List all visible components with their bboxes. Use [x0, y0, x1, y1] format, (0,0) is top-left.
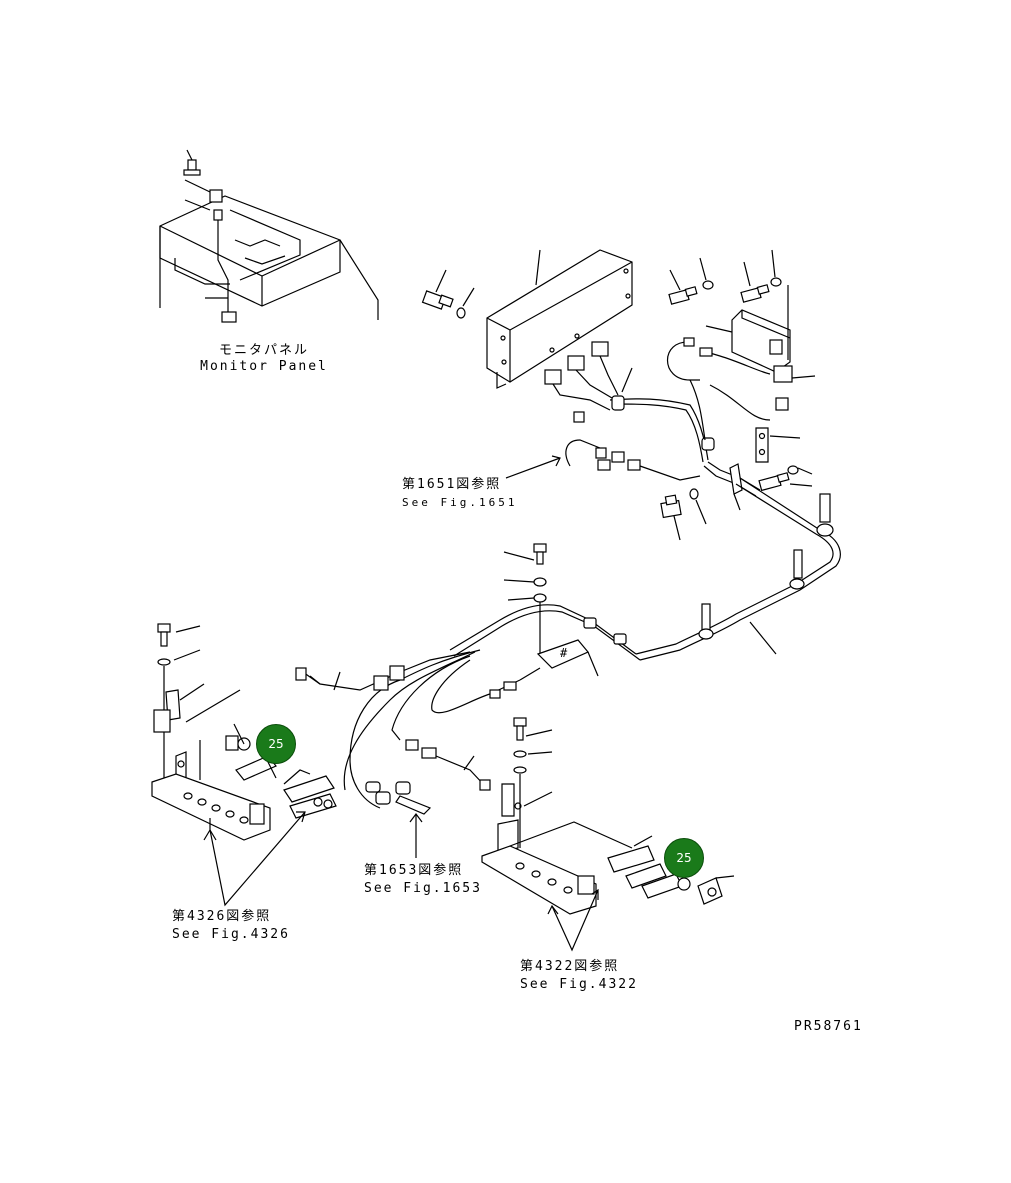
ref-1651-en[interactable]: See Fig.1651 [402, 496, 518, 509]
ref-1653-en[interactable]: See Fig.1653 [364, 881, 482, 896]
controller-box-drawing [421, 249, 633, 423]
monitor-panel-label-jp: モニタパネル [218, 343, 309, 358]
right-bracket-drawing [481, 717, 735, 952]
main-harness-drawing: # [295, 379, 841, 815]
ref-4322-jp[interactable]: 第4322図参照 [520, 959, 620, 974]
left-bracket-drawing [151, 623, 337, 907]
ref-4326-jp[interactable]: 第4326図参照 [172, 909, 272, 924]
monitor-panel-drawing [159, 149, 379, 323]
relay-assembly-drawing [667, 249, 816, 411]
callout-25-left[interactable]: 25 [256, 724, 296, 764]
ref-4326-en[interactable]: See Fig.4326 [172, 927, 290, 942]
monitor-panel-label-en: Monitor Panel [200, 359, 328, 374]
callout-25-right[interactable]: 25 [664, 838, 704, 878]
svg-text:#: # [560, 646, 568, 660]
ref-1653-jp[interactable]: 第1653図参照 [364, 863, 464, 878]
ref-4322-en[interactable]: See Fig.4322 [520, 977, 638, 992]
reference-leaders [409, 439, 701, 858]
drawing-number: PR58761 [794, 1019, 863, 1034]
ref-1651-jp[interactable]: 第1651図参照 [402, 477, 502, 492]
